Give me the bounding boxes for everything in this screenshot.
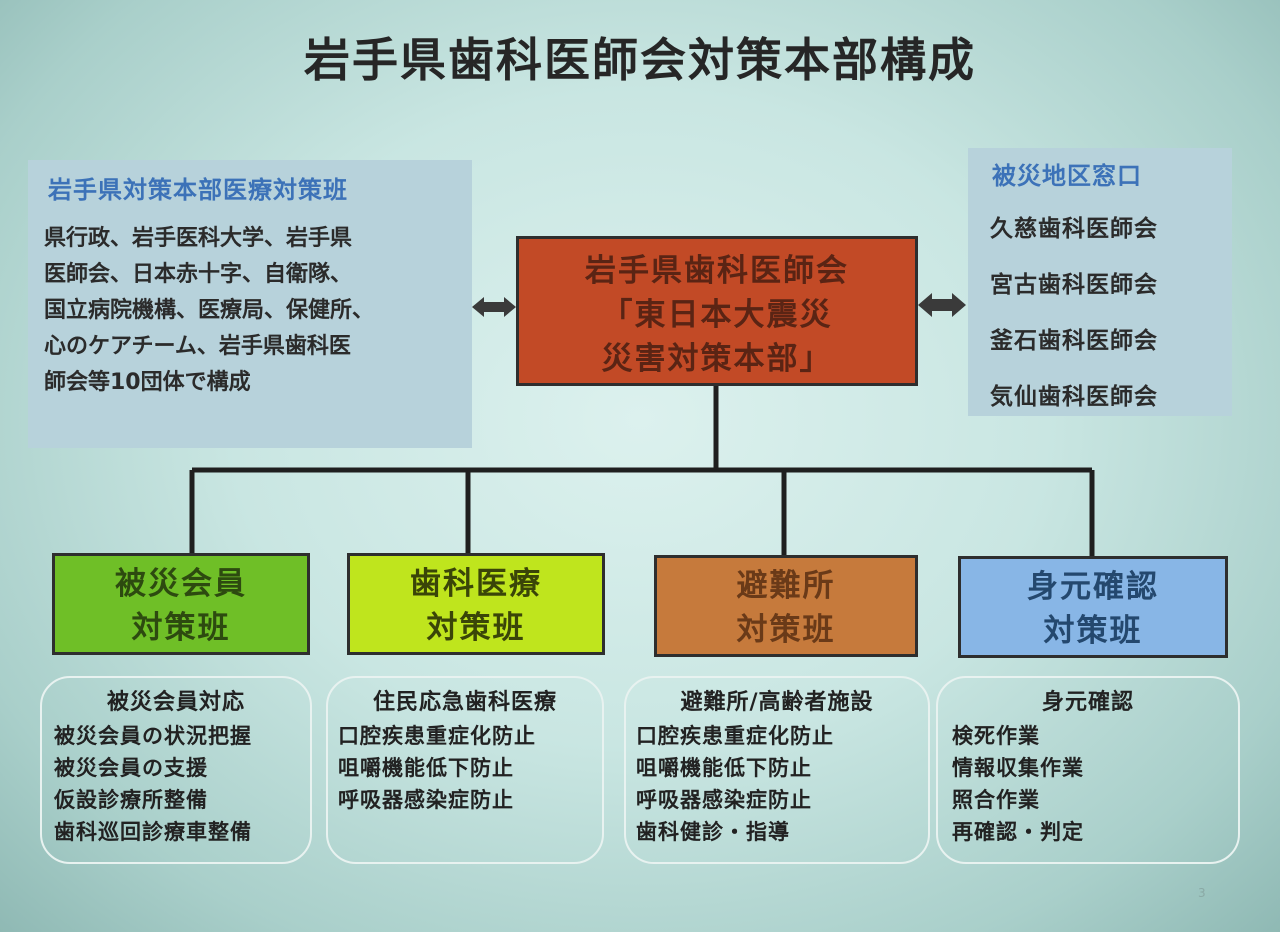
task-list-heading: 住民応急歯科医療 — [372, 690, 557, 715]
headquarters-line: 災害対策本部」 — [601, 341, 833, 377]
team-label-line: 対策班 — [1043, 613, 1143, 649]
team-label-line: 対策班 — [736, 612, 836, 648]
team-label-line: 対策班 — [131, 610, 231, 646]
task-item: 検死作業 — [952, 724, 1040, 748]
task-list-identification: 身元確認 検死作業 情報収集作業 照合作業 再確認・判定 — [936, 676, 1240, 864]
member-line: 師会等10団体で構成 — [44, 370, 251, 395]
disaster-area-contact-panel: 被災地区窓口 久慈歯科医師会 宮古歯科医師会 釜石歯科医師会 気仙歯科医師会 — [968, 148, 1232, 416]
task-list-dental-care: 住民応急歯科医療 口腔疾患重症化防止 咀嚼機能低下防止 呼吸器感染症防止 — [326, 676, 604, 864]
team-box-affected-members: 被災会員 対策班 — [52, 553, 310, 655]
headquarters-box: 岩手県歯科医師会 「東日本大震災 災害対策本部」 — [516, 236, 918, 386]
team-box-identification: 身元確認 対策班 — [958, 556, 1228, 658]
task-item: 再確認・判定 — [952, 820, 1084, 844]
page-number: 3 — [1198, 886, 1206, 900]
task-item: 照合作業 — [952, 788, 1040, 812]
contact-item: 釜石歯科医師会 — [990, 328, 1158, 354]
team-label-line: 被災会員 — [115, 566, 247, 602]
medical-task-force-members: 県行政、岩手医科大学、岩手県 医師会、日本赤十字、自衛隊、 国立病院機構、医療局… — [44, 221, 458, 401]
right-double-arrow — [918, 293, 966, 317]
team-label-line: 対策班 — [426, 610, 526, 646]
medical-task-force-panel: 岩手県対策本部医療対策班 県行政、岩手医科大学、岩手県 医師会、日本赤十字、自衛… — [28, 160, 472, 448]
task-list-affected-members: 被災会員対応 被災会員の状況把握 被災会員の支援 仮設診療所整備 歯科巡回診療車… — [40, 676, 312, 864]
task-item: 咀嚼機能低下防止 — [636, 756, 812, 780]
task-item: 被災会員の支援 — [54, 756, 208, 780]
team-box-shelter: 避難所 対策班 — [654, 555, 918, 657]
member-line: 心のケアチーム、岩手県歯科医 — [44, 334, 351, 359]
member-line: 県行政、岩手医科大学、岩手県 — [44, 226, 353, 251]
task-item: 歯科巡回診療車整備 — [54, 820, 252, 844]
task-item: 被災会員の状況把握 — [54, 724, 252, 748]
headquarters-line: 岩手県歯科医師会 — [585, 253, 849, 289]
task-item: 口腔疾患重症化防止 — [636, 724, 834, 748]
contact-item: 宮古歯科医師会 — [990, 272, 1158, 298]
left-double-arrow — [472, 297, 516, 317]
task-item: 呼吸器感染症防止 — [636, 788, 812, 812]
task-list-heading: 被災会員対応 — [106, 690, 245, 715]
task-list-heading: 避難所/高齢者施設 — [680, 690, 874, 715]
team-label-line: 身元確認 — [1027, 569, 1159, 605]
disaster-area-contact-heading: 被災地区窓口 — [992, 162, 1142, 190]
task-item: 歯科健診・指導 — [636, 820, 790, 844]
member-line: 医師会、日本赤十字、自衛隊、 — [44, 262, 353, 287]
headquarters-line: 「東日本大震災 — [601, 297, 833, 333]
page-title: 岩手県歯科医師会対策本部構成 — [304, 33, 976, 87]
team-label-line: 避難所 — [736, 568, 836, 604]
task-item: 口腔疾患重症化防止 — [338, 724, 536, 748]
task-list-shelter: 避難所/高齢者施設 口腔疾患重症化防止 咀嚼機能低下防止 呼吸器感染症防止 歯科… — [624, 676, 930, 864]
medical-task-force-heading: 岩手県対策本部医療対策班 — [48, 176, 348, 204]
task-list-heading: 身元確認 — [1041, 690, 1134, 715]
task-item: 咀嚼機能低下防止 — [338, 756, 514, 780]
team-label-line: 歯科医療 — [410, 566, 542, 602]
contact-item: 気仙歯科医師会 — [990, 384, 1158, 410]
task-item: 仮設診療所整備 — [54, 788, 208, 812]
member-line: 国立病院機構、医療局、保健所、 — [44, 298, 375, 323]
task-item: 呼吸器感染症防止 — [338, 788, 514, 812]
contact-item: 久慈歯科医師会 — [990, 216, 1158, 242]
task-item: 情報収集作業 — [952, 756, 1084, 780]
team-box-dental-care: 歯科医療 対策班 — [347, 553, 605, 655]
